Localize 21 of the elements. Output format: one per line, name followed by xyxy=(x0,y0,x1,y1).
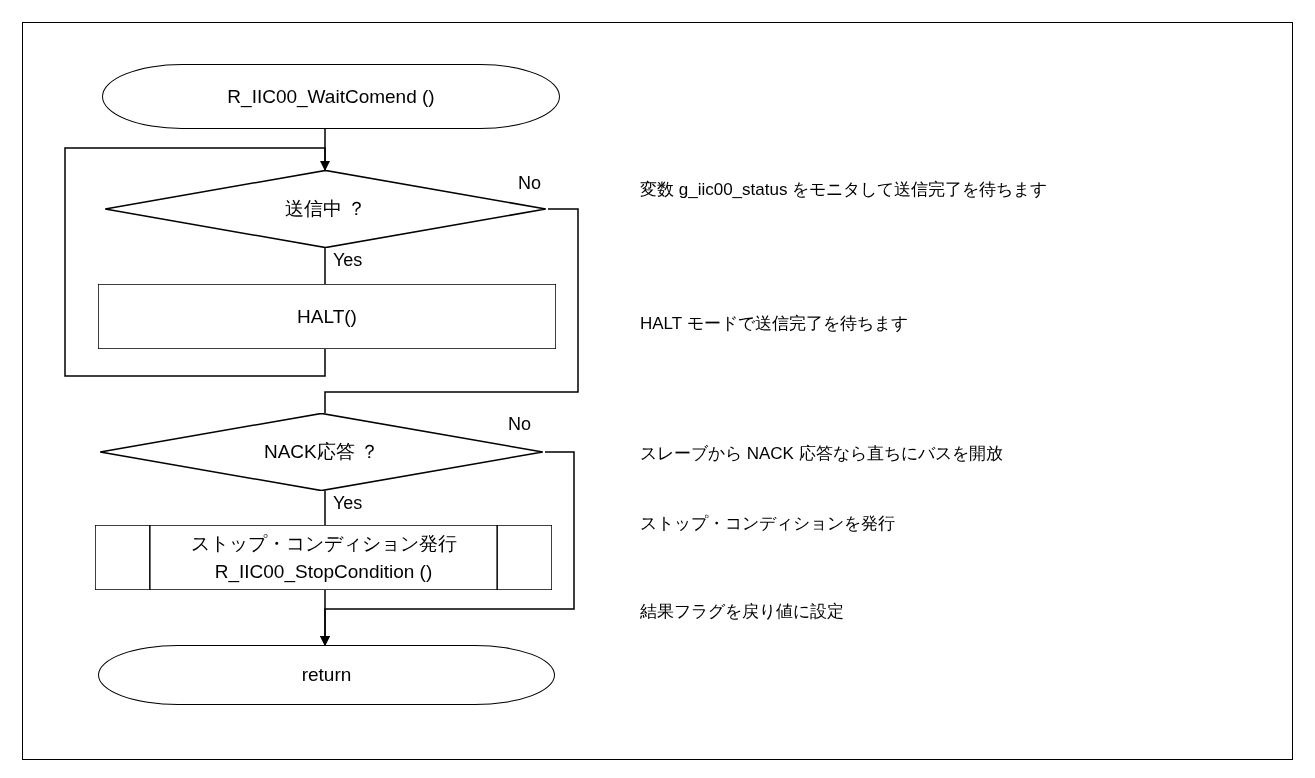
connector-line xyxy=(64,147,330,377)
note-text: HALT モードで送信完了を待ちます xyxy=(640,313,908,335)
node-text: 送信中 ？ xyxy=(284,197,367,221)
node-text: ストップ・コンディション発行 xyxy=(190,531,457,556)
node-text: R_IIC00_WaitComend () xyxy=(227,84,435,110)
process-box xyxy=(98,284,556,349)
note-text: スレーブから NACK 応答なら直ちにバスを開放 xyxy=(640,443,1003,465)
connector-line xyxy=(324,490,326,526)
connector-line xyxy=(324,247,326,285)
node-text: HALT() xyxy=(297,304,357,329)
connector-line xyxy=(324,208,579,414)
decision-diamond xyxy=(103,170,548,248)
node-text: return xyxy=(301,663,352,687)
note-text: 変数 g_iic00_status をモニタして送信完了を待ちます xyxy=(640,179,1048,201)
note-text: ストップ・コンディションを発行 xyxy=(640,513,895,535)
connector-line xyxy=(320,451,575,646)
subroutine-box xyxy=(95,525,552,590)
node-text: R_IIC00_StopCondition () xyxy=(214,559,433,585)
decision-diamond xyxy=(98,413,545,491)
node-text: NACK応答 ？ xyxy=(263,440,380,464)
note-text: 結果フラグを戻り値に設定 xyxy=(640,601,844,623)
